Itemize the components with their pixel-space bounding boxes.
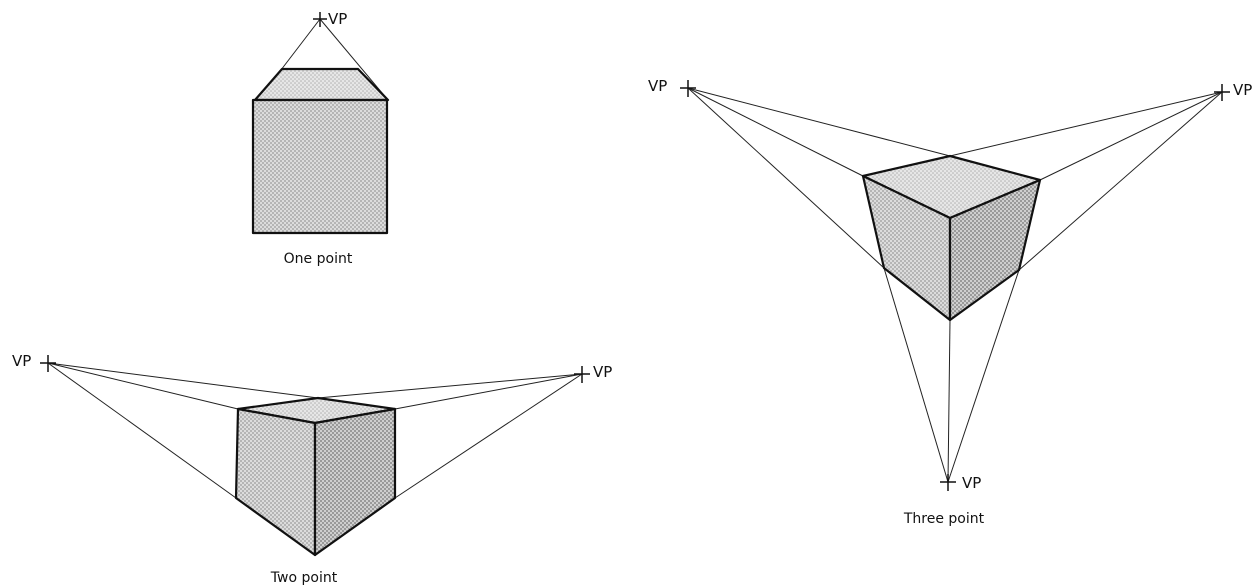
two-point-construction-line <box>394 373 583 410</box>
three-point-diagram: VP VP VP Three point <box>648 77 1252 527</box>
two-point-construction-line <box>394 373 583 499</box>
two-point-diagram: VP VP Two point <box>12 352 612 586</box>
one-point-construction-line-right <box>319 18 389 101</box>
two-point-vp-marker-right <box>574 366 590 383</box>
three-point-caption: Three point <box>903 511 985 527</box>
two-point-construction-line <box>47 362 237 499</box>
one-point-vp-marker <box>313 12 327 27</box>
three-point-construction-line <box>1018 91 1223 271</box>
three-point-construction-line <box>947 319 951 483</box>
three-point-construction-line <box>687 87 885 269</box>
three-point-vp-marker-right <box>1214 84 1230 101</box>
three-point-construction-line <box>947 269 1020 483</box>
two-point-vp-label-left: VP <box>12 352 31 370</box>
three-point-right-face <box>948 178 1042 322</box>
three-point-vp-label-left: VP <box>648 77 667 95</box>
two-point-vp-label-right: VP <box>593 363 612 381</box>
one-point-top-face <box>253 67 390 102</box>
three-point-construction-line <box>949 91 1223 157</box>
one-point-caption: One point <box>284 251 353 267</box>
one-point-vp-label: VP <box>328 10 347 28</box>
three-point-construction-line <box>1039 91 1223 181</box>
one-point-diagram: VP One point <box>251 10 390 267</box>
three-point-vp-label-right: VP <box>1233 81 1252 99</box>
three-point-vp-label-bottom: VP <box>962 474 981 492</box>
two-point-left-face <box>234 407 317 557</box>
three-point-construction-line <box>687 87 864 177</box>
two-point-construction-line <box>47 362 319 399</box>
three-point-construction-line <box>883 267 949 483</box>
one-point-front-face <box>251 98 389 235</box>
three-point-construction-line <box>687 87 951 157</box>
two-point-right-face <box>313 407 397 557</box>
three-point-vp-marker-bottom <box>940 474 956 491</box>
two-point-vp-marker-left <box>40 355 56 372</box>
two-point-construction-line <box>317 373 583 399</box>
two-point-construction-line <box>47 362 239 410</box>
two-point-caption: Two point <box>270 570 338 586</box>
three-point-vp-marker-left <box>680 80 696 97</box>
